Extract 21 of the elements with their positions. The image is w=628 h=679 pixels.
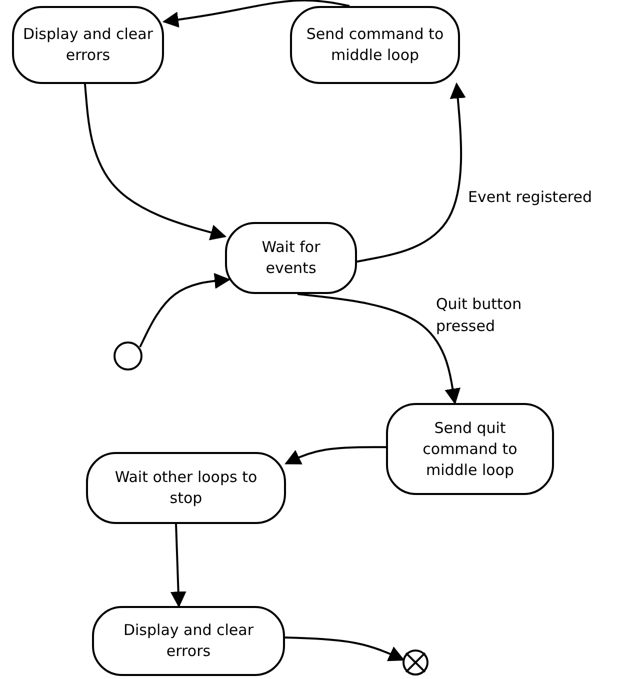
action-text: Send quit command to middle loop (422, 418, 518, 480)
action-text: Display and clear errors (122, 620, 255, 662)
action-text: Wait for events (260, 237, 322, 279)
action-text: Send command to middle loop (305, 24, 445, 66)
arrow (356, 82, 466, 263)
action-box (225, 222, 357, 294)
action-box (12, 6, 164, 84)
initial-state-icon (113, 341, 143, 371)
action-box (92, 606, 285, 676)
arrow (139, 272, 231, 348)
action-box (290, 6, 460, 84)
action-text: Display and clear errors (22, 24, 154, 66)
arrow (162, 0, 350, 28)
arrow (284, 446, 386, 464)
action-box (386, 403, 554, 495)
arrow (170, 524, 186, 608)
arrow (84, 84, 227, 240)
action-box (86, 452, 286, 524)
final-state-icon (402, 649, 429, 676)
arrow (284, 636, 405, 662)
action-text: Wait other loops to stop (114, 467, 258, 509)
